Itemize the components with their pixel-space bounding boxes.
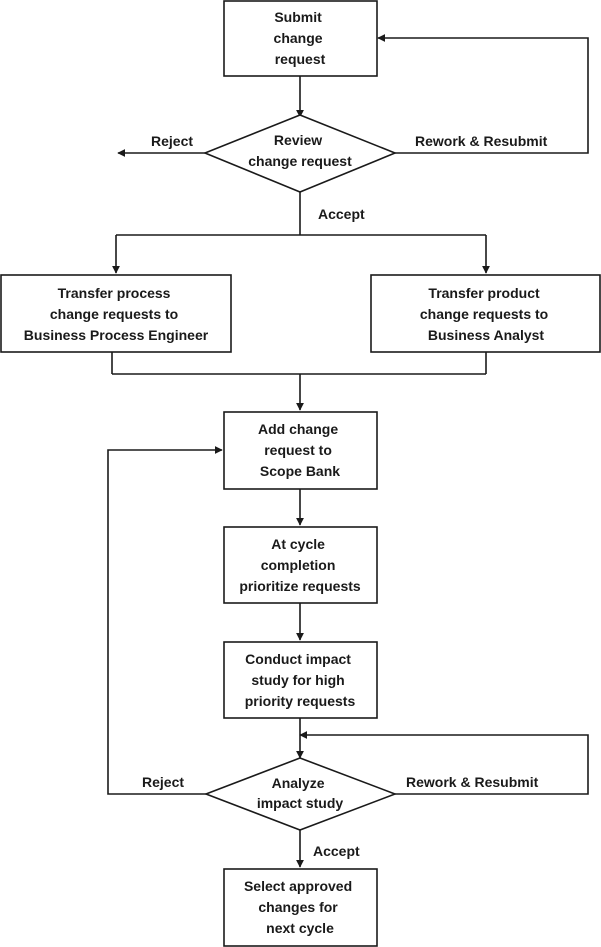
label-review-reject: Reject	[151, 133, 193, 149]
node-transfer-process-text: Transfer process change requests to Busi…	[24, 285, 209, 343]
node-submit-change-request: Submit change request	[223, 0, 378, 77]
node-transfer-product-text: Transfer product change requests to Busi…	[420, 285, 552, 343]
node-submit-text: Submit change request	[274, 9, 327, 67]
node-prioritize-requests: At cycle completion prioritize requests	[223, 526, 378, 604]
edge-analyze-rework-loop	[299, 731, 589, 795]
label-analyze-rework: Rework & Resubmit	[406, 774, 539, 790]
node-transfer-product: Transfer product change requests to Busi…	[370, 274, 601, 353]
node-select-text: Select approved changes for next cycle	[244, 878, 356, 936]
decision-review-text: Review change request	[248, 132, 352, 169]
label-analyze-reject: Reject	[142, 774, 184, 790]
edge-analyze-reject-loop	[107, 446, 223, 795]
label-analyze-accept: Accept	[313, 843, 360, 859]
label-review-rework: Rework & Resubmit	[415, 133, 548, 149]
decision-analyze-impact-study: Analyze impact study	[203, 757, 398, 831]
decision-review-change-request: Review change request	[202, 114, 398, 193]
decision-analyze-text: Analyze impact study	[257, 775, 344, 811]
node-prioritize-text: At cycle completion prioritize requests	[239, 536, 361, 594]
node-add-scope-text: Add change request to Scope Bank	[258, 421, 342, 479]
label-review-accept: Accept	[318, 206, 365, 222]
node-select-approved-changes: Select approved changes for next cycle	[223, 868, 378, 947]
node-add-to-scope-bank: Add change request to Scope Bank	[223, 411, 378, 490]
edges	[107, 34, 589, 868]
node-impact-study-text: Conduct impact study for high priority r…	[245, 651, 356, 709]
node-conduct-impact-study: Conduct impact study for high priority r…	[223, 641, 378, 719]
node-transfer-process: Transfer process change requests to Busi…	[0, 274, 232, 353]
edge-review-rework-loop	[377, 34, 589, 154]
